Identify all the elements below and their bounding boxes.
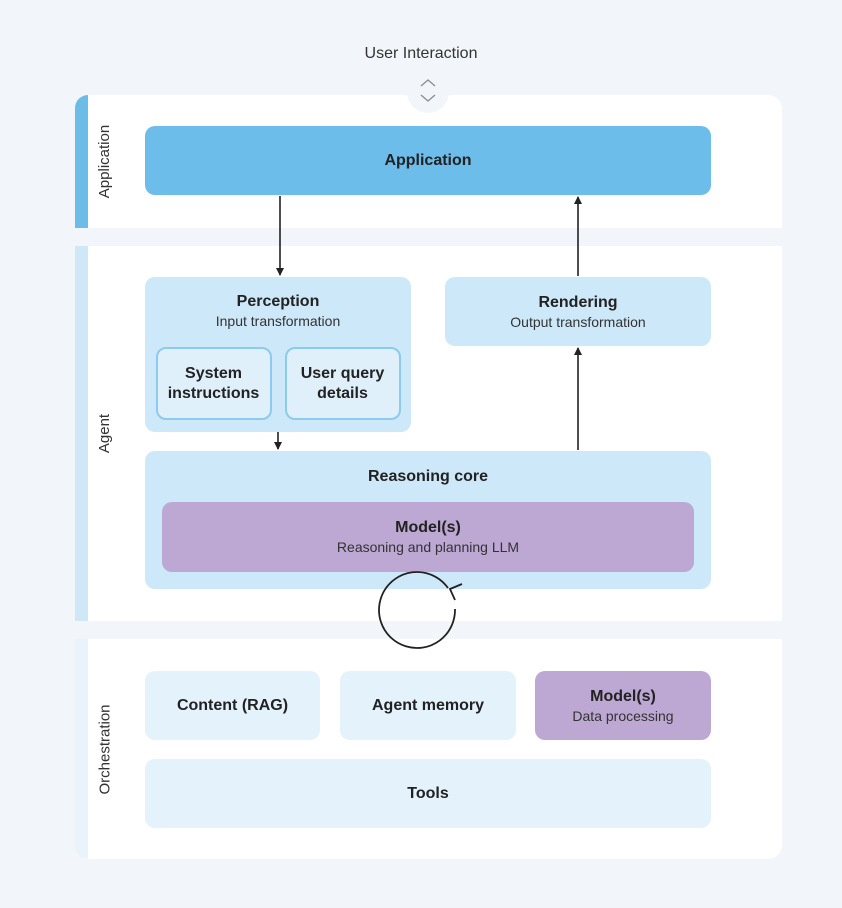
reasoning-model-box: Model(s) Reasoning and planning LLM — [162, 502, 694, 572]
application-box-title: Application — [384, 151, 472, 169]
cycle-arrow-icon — [378, 571, 463, 649]
agent-layer-band — [75, 246, 88, 621]
reasoning-model-subtitle: Reasoning and planning LLM — [336, 539, 520, 555]
rendering-title: Rendering — [538, 293, 618, 311]
perception-title: Perception — [236, 293, 320, 310]
data-model-box: Model(s) Data processing — [535, 671, 711, 740]
application-box: Application — [145, 126, 711, 195]
perception-subtitle: Input transformation — [215, 313, 341, 329]
rendering-subtitle: Output transformation — [510, 313, 646, 330]
content-rag-box: Content (RAG) — [145, 671, 320, 740]
up-down-chevron-icon — [407, 71, 449, 113]
perception-box: Perception Input transformation System i… — [145, 277, 411, 432]
tools-box: Tools — [145, 759, 711, 828]
content-rag-label: Content (RAG) — [176, 696, 289, 714]
user-query-details-box: User query details — [284, 347, 401, 420]
tools-label: Tools — [407, 784, 449, 802]
reasoning-core-title: Reasoning core — [367, 468, 489, 485]
rendering-box: Rendering Output transformation — [445, 277, 711, 346]
application-layer-band — [75, 95, 88, 228]
data-model-subtitle: Data processing — [572, 707, 674, 724]
orchestration-layer-band — [75, 639, 88, 859]
reasoning-model-title: Model(s) — [395, 519, 461, 536]
agent-memory-box: Agent memory — [340, 671, 516, 740]
data-model-title: Model(s) — [590, 687, 656, 705]
agent-memory-label: Agent memory — [371, 696, 485, 714]
system-instructions-box: System instructions — [155, 347, 272, 420]
user-interaction-label: User Interaction — [364, 45, 478, 62]
